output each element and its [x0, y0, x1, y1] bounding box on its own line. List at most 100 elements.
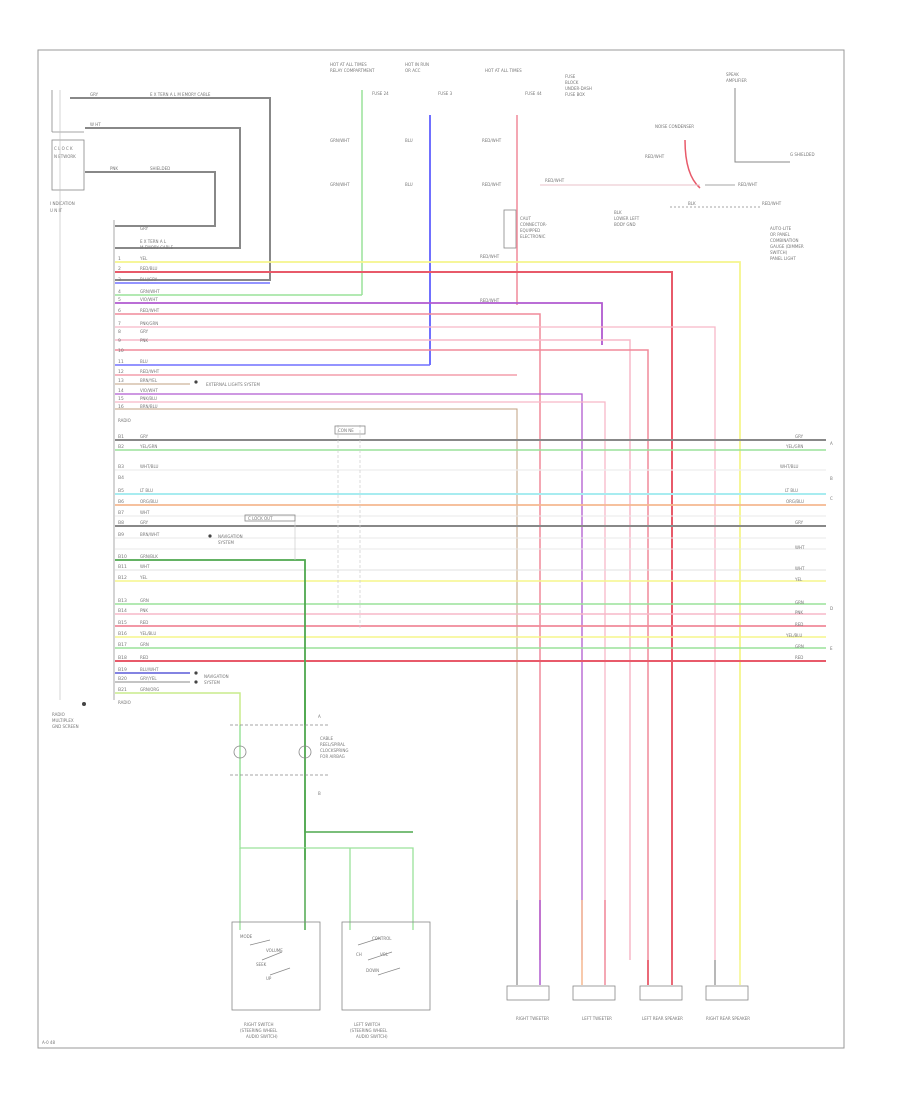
svg-text:B8: B8 [118, 520, 124, 526]
svg-text:U N IT: U N IT [50, 208, 63, 213]
svg-text:ORG/BLU: ORG/BLU [786, 499, 804, 504]
svg-text:BRN/YEL: BRN/YEL [140, 378, 158, 383]
svg-text:RED/WHT: RED/WHT [545, 178, 565, 183]
svg-text:FUSE BOX: FUSE BOX [565, 92, 585, 97]
svg-text:NOISE CONDENSER: NOISE CONDENSER [655, 124, 694, 129]
diagram-frame [37, 49, 845, 1049]
svg-text:OR ACC: OR ACC [405, 68, 421, 73]
svg-text:GRY: GRY [795, 520, 804, 525]
svg-text:B1: B1 [118, 434, 124, 440]
svg-text:WHT: WHT [795, 545, 805, 550]
svg-text:GRN: GRN [795, 600, 804, 605]
svg-text:B5: B5 [118, 488, 124, 494]
svg-text:LOWER LEFT: LOWER LEFT [614, 216, 640, 221]
svg-text:GRY/YEL: GRY/YEL [140, 676, 157, 681]
svg-text:RED/WHT: RED/WHT [140, 308, 160, 313]
svg-text:RIGHT REAR SPEAKER: RIGHT REAR SPEAKER [706, 1016, 750, 1021]
svg-text:B19: B19 [118, 667, 127, 673]
svg-text:VOLUME: VOLUME [266, 948, 283, 953]
top-left-module: C L O C K N ETWORK I NDICATION U N IT GR… [50, 90, 271, 281]
svg-text:BODY GND: BODY GND [614, 222, 636, 227]
svg-text:C: C [830, 496, 833, 501]
svg-text:LT BLU: LT BLU [140, 488, 153, 493]
svg-text:3: 3 [118, 277, 121, 283]
svg-text:BLOCK: BLOCK [565, 80, 579, 85]
svg-text:M EMORY CABLE: M EMORY CABLE [140, 245, 174, 250]
svg-text:GRY: GRY [140, 434, 149, 439]
right-switch-label: RIGHT SWITCH [244, 1022, 273, 1027]
svg-text:UNDER-DASH: UNDER-DASH [565, 86, 592, 91]
svg-text:CAUT: CAUT [520, 216, 531, 221]
svg-text:FUSE: FUSE [565, 74, 576, 79]
svg-text:PNK: PNK [795, 610, 803, 615]
svg-text:YEL/BLU: YEL/BLU [139, 631, 156, 636]
svg-text:RED/WHT: RED/WHT [762, 201, 782, 206]
clock-spring: CABLE REEL/SPIRAL CLOCKSPRING FOR AIRBAG… [230, 690, 414, 930]
svg-text:B13: B13 [118, 598, 127, 604]
svg-text:PNK: PNK [140, 338, 148, 343]
svg-text:MODE: MODE [240, 934, 253, 939]
svg-text:12: 12 [118, 369, 124, 375]
svg-text:GRY: GRY [140, 520, 149, 525]
left-switch: CONTROL CH VOL DOWN LEFT SWITCH (STEERIN… [341, 921, 431, 1039]
svg-text:RED/BLU: RED/BLU [140, 266, 158, 271]
svg-text:RED: RED [795, 655, 803, 660]
svg-text:CH: CH [356, 952, 362, 957]
svg-text:W HT: W HT [90, 122, 101, 127]
svg-text:10: 10 [118, 348, 124, 354]
svg-text:GRN: GRN [795, 644, 804, 649]
svg-text:NAVIGATION: NAVIGATION [218, 534, 243, 539]
top-right-components: SPEAK AMPLIFIER G SHIELDED NOISE CONDENS… [480, 72, 815, 303]
svg-text:PNK: PNK [110, 166, 118, 171]
svg-text:EXTERNAL LIGHTS SYSTEM: EXTERNAL LIGHTS SYSTEM [206, 382, 260, 387]
svg-text:WHT/BLU: WHT/BLU [140, 464, 159, 469]
svg-text:NAVIGATION: NAVIGATION [204, 674, 229, 679]
radio-lower-wires: CON NE C LOCK OUT [115, 425, 826, 725]
svg-text:FUSE 44: FUSE 44 [525, 91, 542, 96]
svg-text:RED/WHT: RED/WHT [482, 138, 502, 143]
svg-text:D: D [830, 606, 833, 611]
svg-text:WHT: WHT [140, 510, 150, 515]
svg-text:SYSTEM: SYSTEM [204, 680, 220, 685]
svg-text:B3: B3 [118, 464, 124, 470]
svg-text:A: A [318, 714, 321, 719]
svg-text:B7: B7 [118, 510, 124, 516]
svg-text:OR PANEL: OR PANEL [770, 232, 791, 237]
svg-text:HOT AT ALL TIMES: HOT AT ALL TIMES [485, 68, 522, 73]
svg-text:GRN/WHT: GRN/WHT [330, 182, 350, 187]
svg-text:SWITCH): SWITCH) [770, 250, 788, 255]
svg-text:GAUGE (DIMMER: GAUGE (DIMMER [770, 244, 804, 249]
svg-text:LEFT TWEETER: LEFT TWEETER [582, 1016, 612, 1021]
svg-text:GRY: GRY [795, 434, 804, 439]
radio-ground-note: RADIO MULTIPLEX GND SCREEN [52, 90, 86, 729]
svg-text:C LOCK OUT: C LOCK OUT [248, 516, 273, 521]
svg-text:E X TERN A L M EMORY CABLE: E X TERN A L M EMORY CABLE [150, 92, 211, 97]
svg-text:15: 15 [118, 396, 124, 402]
svg-text:B: B [830, 476, 833, 481]
svg-text:YEL: YEL [139, 575, 148, 580]
svg-text:B21: B21 [118, 687, 127, 693]
svg-text:GRN/WHT: GRN/WHT [140, 289, 160, 294]
svg-text:HOT IN RUN: HOT IN RUN [405, 62, 429, 67]
svg-text:VIO/WHT: VIO/WHT [140, 297, 158, 302]
right-rear-speaker: RIGHT REAR SPEAKER [705, 985, 750, 1021]
svg-text:GRN/WHT: GRN/WHT [330, 138, 350, 143]
svg-text:DOWN: DOWN [366, 968, 379, 973]
svg-text:FOR AIRBAG: FOR AIRBAG [320, 754, 345, 759]
left-switch-label: LEFT SWITCH [354, 1022, 380, 1027]
left-tweeter: LEFT TWEETER [572, 985, 616, 1021]
svg-text:PNK: PNK [140, 608, 148, 613]
svg-text:A: A [830, 441, 833, 446]
right-switch: MODE VOLUME SEEK UP RIGHT SWITCH (STEERI… [231, 921, 321, 1039]
svg-text:B12: B12 [118, 575, 127, 581]
svg-text:LT BLU: LT BLU [785, 488, 798, 493]
svg-text:YEL/GRN: YEL/GRN [785, 444, 803, 449]
svg-text:EQUIPPED: EQUIPPED [520, 228, 540, 233]
svg-text:GRN: GRN [140, 642, 149, 647]
svg-text:B16: B16 [118, 631, 127, 637]
svg-text:14: 14 [118, 388, 124, 394]
svg-text:I NDICATION: I NDICATION [50, 201, 75, 206]
svg-text:FUSE 24: FUSE 24 [372, 91, 389, 96]
